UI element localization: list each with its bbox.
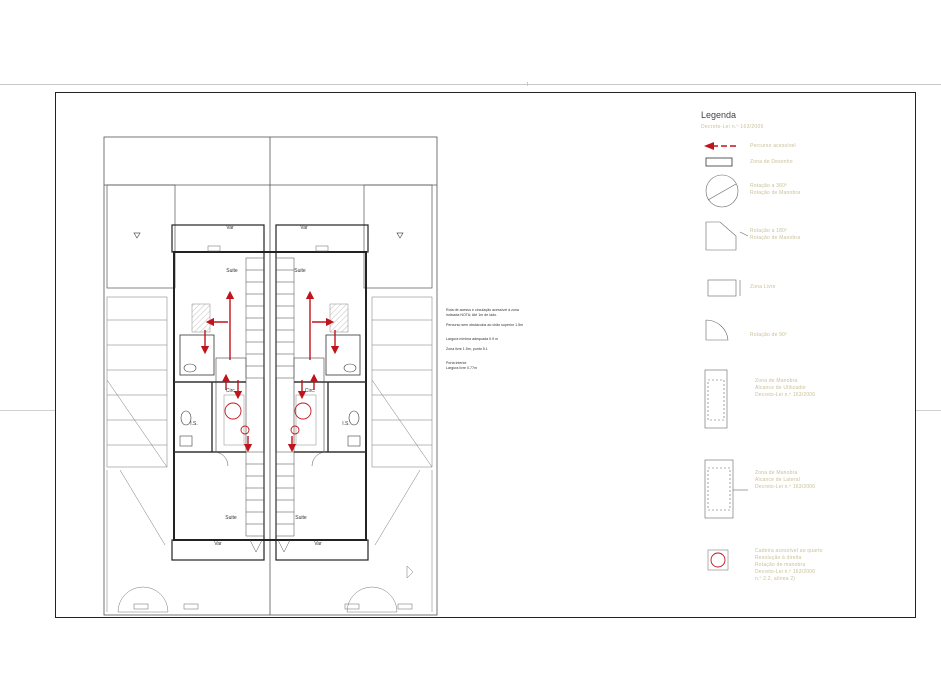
dimension-tags xyxy=(133,245,413,610)
entrance-zones xyxy=(106,469,433,613)
legend-item-3: Rotação a 360º Rotação de Manobra xyxy=(750,183,801,196)
note-2: Largura mínima adequada 0.9 m Zona livre… xyxy=(446,337,499,351)
doors xyxy=(213,451,327,553)
room-label-var-tr: Var xyxy=(300,225,308,231)
side-terraces xyxy=(106,296,433,468)
legend-wall-section-2 xyxy=(704,459,748,519)
room-label-wc-left: I.S. xyxy=(190,421,198,427)
sheet-top-tick xyxy=(527,82,528,86)
note-3: Porta interior Largura livre 0.77m xyxy=(446,361,477,370)
note-1: Rota de acesso e circulação acessível à … xyxy=(446,308,524,327)
legend-free-zone-symbol xyxy=(707,279,741,297)
legend-item-6: Rotação de 90º xyxy=(750,332,788,338)
accessible-route-arrows xyxy=(200,290,340,453)
legend-item-5: Zona Livre xyxy=(750,284,776,290)
garden-beds-top xyxy=(106,184,433,289)
interior-walls xyxy=(174,334,366,453)
room-label-suite-br: Suite xyxy=(295,515,307,521)
sheet-left-guide xyxy=(0,410,56,411)
room-label-var-tl: Var xyxy=(226,225,234,231)
room-label-var-bl: Var xyxy=(214,541,222,547)
room-label-wc-right: I.S. xyxy=(342,421,350,427)
legend-subtitle: Decreto-Lei n.º 163/2006 xyxy=(701,124,764,130)
legend-circle-180-symbol xyxy=(705,221,749,251)
staircases xyxy=(215,257,325,537)
sanitary-fixtures xyxy=(179,363,361,447)
accessibility-notes: Rota de acesso e circulação acessível à … xyxy=(446,308,531,380)
legend-item-7: Zona de Manobra Alcance de Utilizador De… xyxy=(755,378,816,398)
legend-item-8: Zona de Manobra Alcance de Lateral Decre… xyxy=(755,470,816,490)
legend-route-symbol xyxy=(704,142,738,150)
legend-wall-section-1 xyxy=(704,369,728,429)
legend-chair-symbol xyxy=(707,549,729,571)
sheet-right-guide xyxy=(915,410,941,411)
legend-item-2: Zona de Desenho xyxy=(750,159,793,165)
room-label-suite-tr: Suite xyxy=(294,268,306,274)
legend-item-9: Cadeira acessível ao quarto Resolução à … xyxy=(755,548,823,582)
legend-item-4: Rotação a 180º Rotação de Manobra xyxy=(750,228,801,241)
room-label-var-br: Var xyxy=(314,541,322,547)
legend-circle-360-symbol xyxy=(705,174,739,208)
sheet-top-line xyxy=(0,84,941,85)
legend-item-1: Percurso acessível xyxy=(750,143,796,149)
room-label-suite-tl: Suite xyxy=(226,268,238,274)
room-label-circ-left: Circ. xyxy=(226,388,236,394)
room-label-circ-right: Circ. xyxy=(305,388,315,394)
room-label-suite-bl: Suite xyxy=(225,515,237,521)
legend-rotation-90-symbol xyxy=(705,319,729,341)
drawing-frame xyxy=(55,92,916,618)
legend-title: Legenda xyxy=(701,110,737,120)
legend-tag-symbol xyxy=(705,157,733,167)
rotation-zones xyxy=(224,402,312,435)
